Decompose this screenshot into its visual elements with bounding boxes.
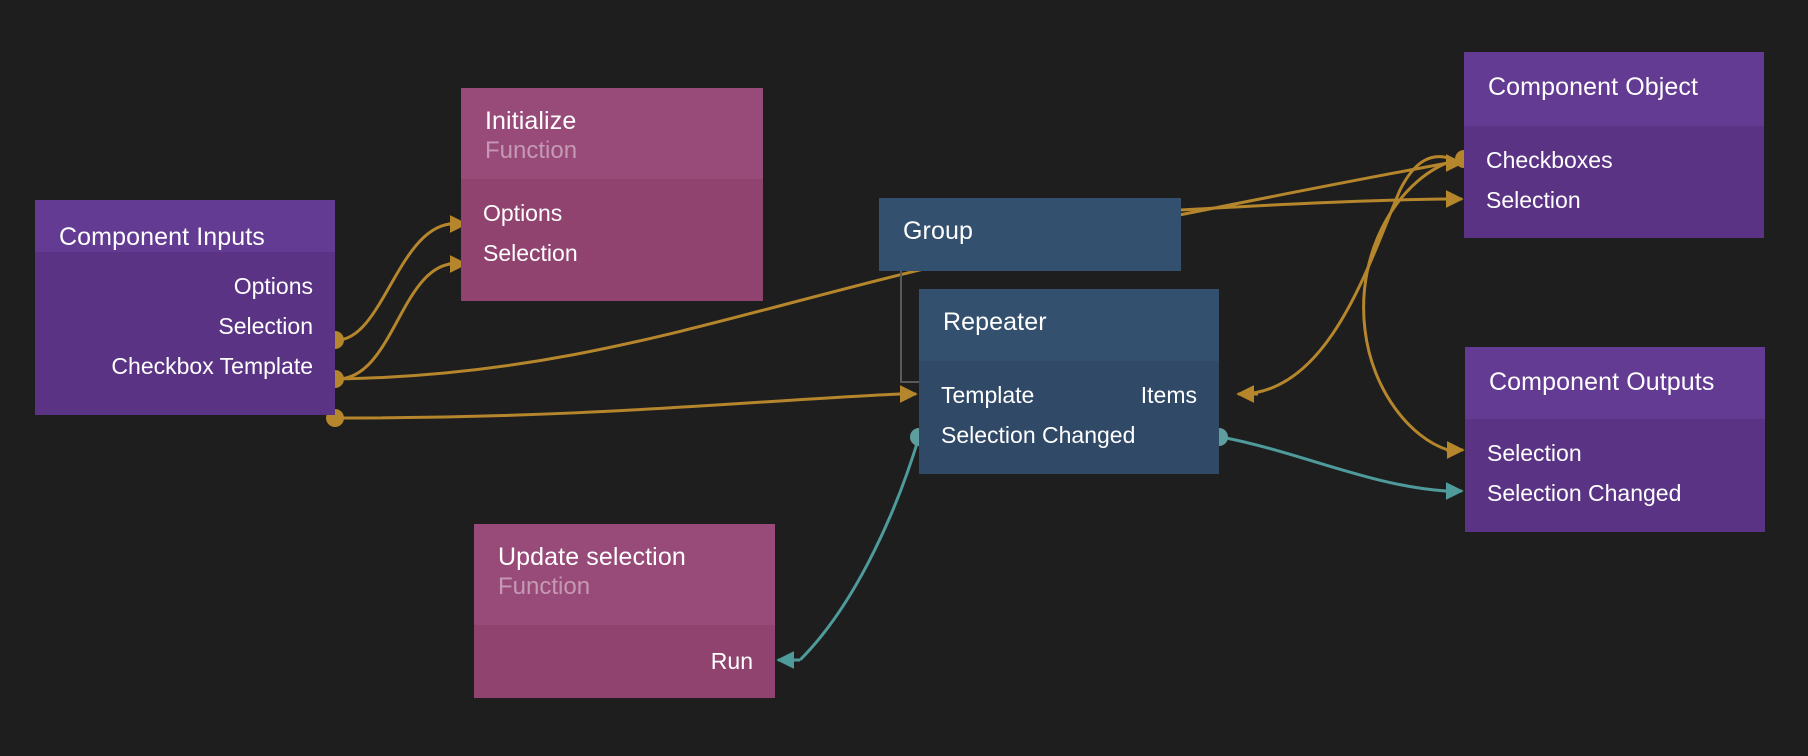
port-row-update-selection-run[interactable]: Run [474, 641, 775, 681]
port-label-options: Options [233, 273, 313, 299]
port-label-update-selection-run: Run [710, 648, 753, 674]
node-update-selection[interactable]: Update selection Function Run [474, 524, 775, 698]
port-row-component-object-checkboxes[interactable]: Checkboxes [1464, 140, 1764, 180]
node-body-component-inputs: Options Selection Checkbox Template [35, 252, 335, 415]
port-row-component-outputs-selection-changed[interactable]: Selection Changed [1465, 473, 1765, 513]
node-title-update-selection: Update selection [498, 543, 686, 571]
node-initialize[interactable]: Initialize Function Options Selection [461, 88, 763, 301]
port-label-repeater-selection-changed: Selection Changed [941, 422, 1136, 448]
node-component-object[interactable]: Component Object Checkboxes Selection [1464, 52, 1764, 238]
node-title-initialize: Initialize [485, 107, 577, 135]
port-label-component-object-checkboxes: Checkboxes [1486, 147, 1613, 173]
edge-group-to-component-object-selection [1180, 190, 1464, 212]
node-body-repeater: Template Items Selection Changed [919, 361, 1219, 474]
port-row-component-outputs-selection[interactable]: Selection [1465, 433, 1765, 473]
node-title-group: Group [903, 217, 973, 245]
port-row-options[interactable]: Options [35, 266, 335, 306]
port-label-repeater-template: Template [941, 382, 1035, 408]
node-title-component-inputs: Component Inputs [59, 223, 265, 251]
port-row-repeater-template-items[interactable]: Template Items [919, 375, 1219, 415]
port-label-initialize-selection: Selection [483, 240, 578, 266]
edge-repeater-selection-changed-to-outputs [1220, 435, 1464, 500]
node-title-component-object: Component Object [1488, 73, 1699, 101]
node-group[interactable]: Group [879, 198, 1181, 271]
port-row-initialize-options[interactable]: Options [461, 193, 763, 233]
port-label-repeater-items: Items [1140, 382, 1197, 408]
node-header-repeater[interactable]: Repeater [919, 289, 1219, 361]
edge-repeater-selection-changed-to-update-selection-run [776, 436, 921, 669]
node-body-update-selection: Run [474, 625, 775, 698]
edge-repeater-items-to-component-object-checkboxes [1239, 155, 1453, 396]
node-header-component-object[interactable]: Component Object [1464, 52, 1764, 126]
node-header-component-outputs[interactable]: Component Outputs [1465, 347, 1765, 419]
node-title-repeater: Repeater [943, 308, 1047, 336]
node-body-initialize: Options Selection [461, 179, 763, 301]
port-label-selection: Selection [218, 313, 313, 339]
edge-inputs-checkbox-template-to-repeater-template [336, 385, 918, 420]
node-subtitle-initialize: Function [485, 137, 578, 164]
node-subtitle-update-selection: Function [498, 573, 591, 600]
node-component-outputs[interactable]: Component Outputs Selection Selection Ch… [1465, 347, 1765, 532]
port-label-initialize-options: Options [483, 200, 563, 226]
node-component-inputs[interactable]: Component Inputs Options Selection Check… [35, 200, 335, 455]
edge-inputs-selection-to-initialize-selection [336, 255, 468, 381]
node-repeater[interactable]: Repeater Template Items Selection Change… [919, 289, 1219, 474]
port-row-component-object-selection[interactable]: Selection [1464, 180, 1764, 220]
port-label-component-outputs-selection: Selection [1487, 440, 1582, 466]
port-row-checkbox-template[interactable]: Checkbox Template [35, 346, 335, 386]
port-row-initialize-selection[interactable]: Selection [461, 233, 763, 273]
port-label-component-object-selection: Selection [1486, 187, 1581, 213]
edge-inputs-options-to-initialize-options [336, 215, 468, 342]
port-label-component-outputs-selection-changed: Selection Changed [1487, 480, 1682, 506]
node-header-component-inputs[interactable]: Component Inputs [35, 200, 335, 252]
port-row-repeater-selection-changed[interactable]: Selection Changed [919, 415, 1219, 455]
node-title-component-outputs: Component Outputs [1489, 368, 1715, 396]
node-header-initialize[interactable]: Initialize Function [461, 88, 763, 179]
node-header-group[interactable]: Group [879, 198, 1181, 271]
node-body-component-outputs: Selection Selection Changed [1465, 419, 1765, 532]
port-label-checkbox-template: Checkbox Template [111, 353, 313, 379]
node-header-update-selection[interactable]: Update selection Function [474, 524, 775, 625]
port-row-selection[interactable]: Selection [35, 306, 335, 346]
node-body-component-object: Checkboxes Selection [1464, 126, 1764, 238]
edge-component-object-checkboxes-to-outputs-selection [1362, 157, 1465, 459]
